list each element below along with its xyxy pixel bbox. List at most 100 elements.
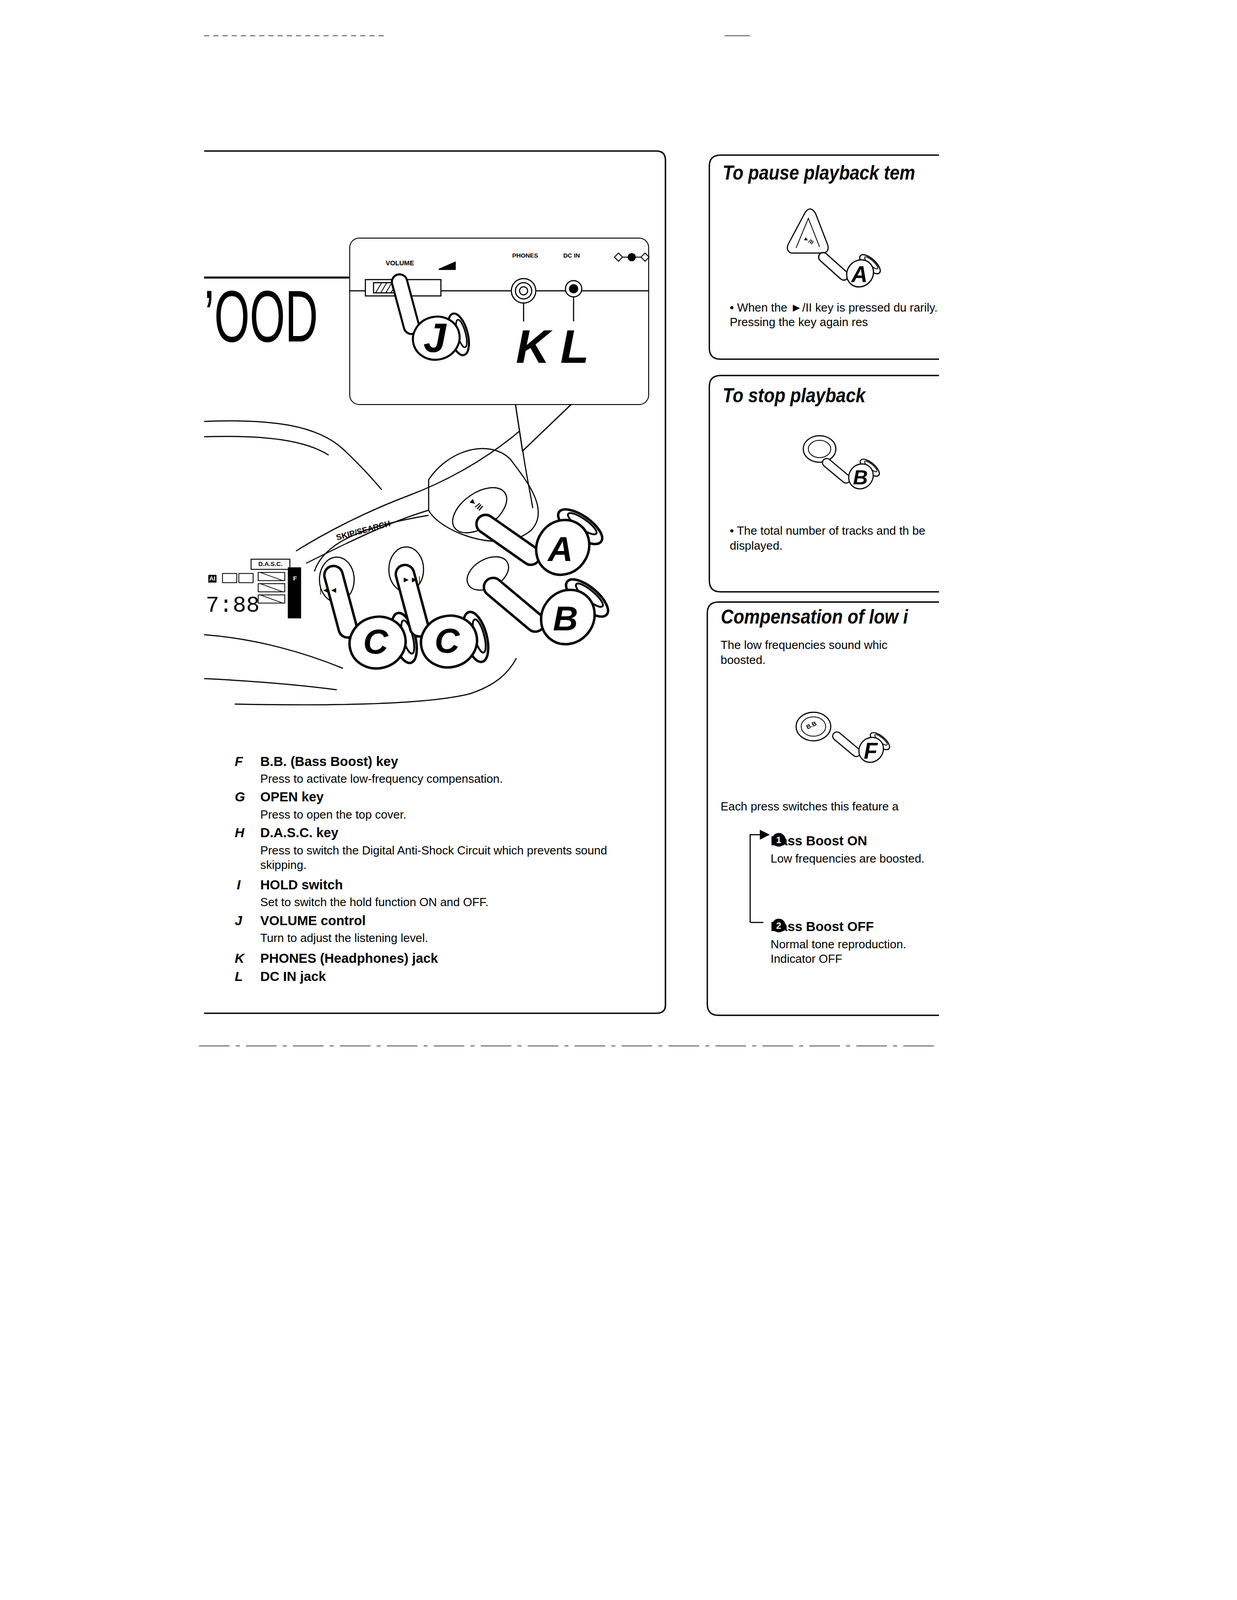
illustration-use [393, 548, 494, 678]
illustration-path [260, 572, 284, 604]
instruction-panel: To pause playback tem • When the ►/II key… [709, 155, 939, 360]
panel-text: Each press switches this feature a [720, 799, 951, 814]
instruction-panel: To stop playback • The total number of tr… [709, 375, 939, 592]
item-letter: G [234, 788, 246, 806]
illustration-path [204, 420, 382, 490]
item-description: Turn to adjust the listening level. [260, 930, 649, 946]
illustration-use [472, 467, 608, 592]
item-description: Press to open the top cover. [260, 807, 649, 822]
item-letter: F [234, 753, 244, 771]
illustration-ellipse [803, 435, 837, 463]
illustration-path [199, 1045, 939, 1047]
illustration-circle [515, 282, 532, 299]
key-symbol: ►/II [466, 495, 485, 513]
illustration-path [614, 253, 650, 262]
toggle-bracket [750, 831, 769, 924]
illustration-circle [511, 278, 536, 304]
item-heading: VOLUME control [260, 912, 366, 930]
panel-heading: Compensation of low i [720, 604, 909, 630]
illustration-circle [519, 286, 528, 295]
illustration-path [787, 209, 829, 254]
illustration-use [390, 260, 473, 368]
key-symbol: B.B [805, 719, 818, 732]
panel-outline [204, 151, 666, 1014]
item-letter: L [234, 968, 244, 986]
scan-lines [199, 35, 939, 1047]
callout-letter: C [362, 620, 388, 664]
key-group-name: SKIP/SEARCH [335, 518, 392, 543]
callout-letter: L [560, 317, 589, 377]
illustration-use [820, 437, 882, 497]
illustration-rect [222, 573, 238, 583]
instruction-panel: Compensation of low i The low frequencies… [707, 602, 939, 1016]
callout-letter: A [547, 527, 573, 572]
illustration-use [479, 532, 614, 662]
item-heading: D.A.S.C. key [260, 824, 339, 842]
indicator-name: F [292, 574, 298, 583]
callout-letter: B [853, 464, 869, 491]
item-heading: B.B. (Bass Boost) key [260, 753, 399, 771]
key-symbol: |◄◄ [319, 584, 338, 596]
illustration-rect [251, 559, 291, 570]
key-symbol: ►►| [402, 574, 421, 586]
illustration-path [724, 35, 751, 37]
indicator-name: AI [208, 574, 217, 583]
option-text: Low frequencies are boosted. [770, 851, 934, 866]
illustration-path [439, 262, 456, 270]
item-letter: K [234, 950, 245, 968]
illustration-circle [569, 284, 578, 294]
panel-heading: To pause playback tem [722, 160, 915, 186]
item-letter: H [234, 824, 245, 842]
panel-note: • When the ►/II key is pressed du rarily… [729, 300, 939, 330]
panel-note: • The total number of tracks and th be d… [729, 523, 939, 553]
option-heading: Bass Boost OFF [770, 918, 875, 936]
illustration-path [796, 218, 820, 249]
item-heading: OPEN key [260, 788, 324, 806]
item-description: Press to activate low-frequency compensa… [260, 771, 649, 787]
illustration-circle [565, 280, 582, 298]
illustration-path [523, 297, 574, 322]
illustration-rect [239, 573, 254, 583]
illustration-rect [288, 567, 302, 619]
illustration-path [204, 678, 338, 690]
indicator-name: D.A.S.C. [258, 560, 283, 569]
panel-heading: To stop playback [722, 382, 866, 409]
key-symbol: ►/II [801, 235, 815, 247]
item-heading: PHONES (Headphones) jack [260, 950, 439, 968]
illustration-circle [628, 253, 636, 261]
illustration-use [831, 711, 893, 771]
illustration-path [204, 35, 387, 37]
panel-outline [709, 375, 939, 592]
panel-text: The low frequencies sound whic boosted. [720, 637, 925, 668]
jack-name: DC IN [563, 252, 581, 260]
illustration-path [204, 436, 329, 455]
callout-letter: J [423, 312, 446, 364]
illustration-path [750, 835, 764, 924]
callout-pointer [515, 404, 572, 452]
item-letter: I [236, 876, 241, 894]
illustration-ellipse [808, 440, 832, 458]
callout-letter: K [515, 317, 550, 377]
illustration-ellipse [796, 712, 832, 742]
callout-letter: A [851, 260, 868, 289]
item-description: Press to switch the Digital Anti-Shock C… [260, 843, 613, 873]
callout-letter: F [863, 737, 878, 766]
jack-name: PHONES [512, 252, 538, 260]
option-text: Normal tone reproduction. Indicator OFF [770, 937, 933, 967]
control-name: VOLUME [385, 259, 415, 268]
key-icons [787, 209, 837, 742]
item-letter: J [234, 912, 243, 930]
callout-letter: C [434, 619, 460, 663]
illustration-path [204, 635, 343, 669]
illustration-path [760, 831, 769, 840]
item-heading: HOLD switch [260, 876, 343, 894]
item-heading: DC IN jack [260, 968, 327, 986]
item-description: Set to switch the hold function ON and O… [260, 894, 649, 910]
illustration-ellipse [801, 717, 826, 737]
callout-letter: B [552, 596, 578, 641]
illustration-use [816, 230, 884, 296]
panel-outline [709, 155, 939, 360]
